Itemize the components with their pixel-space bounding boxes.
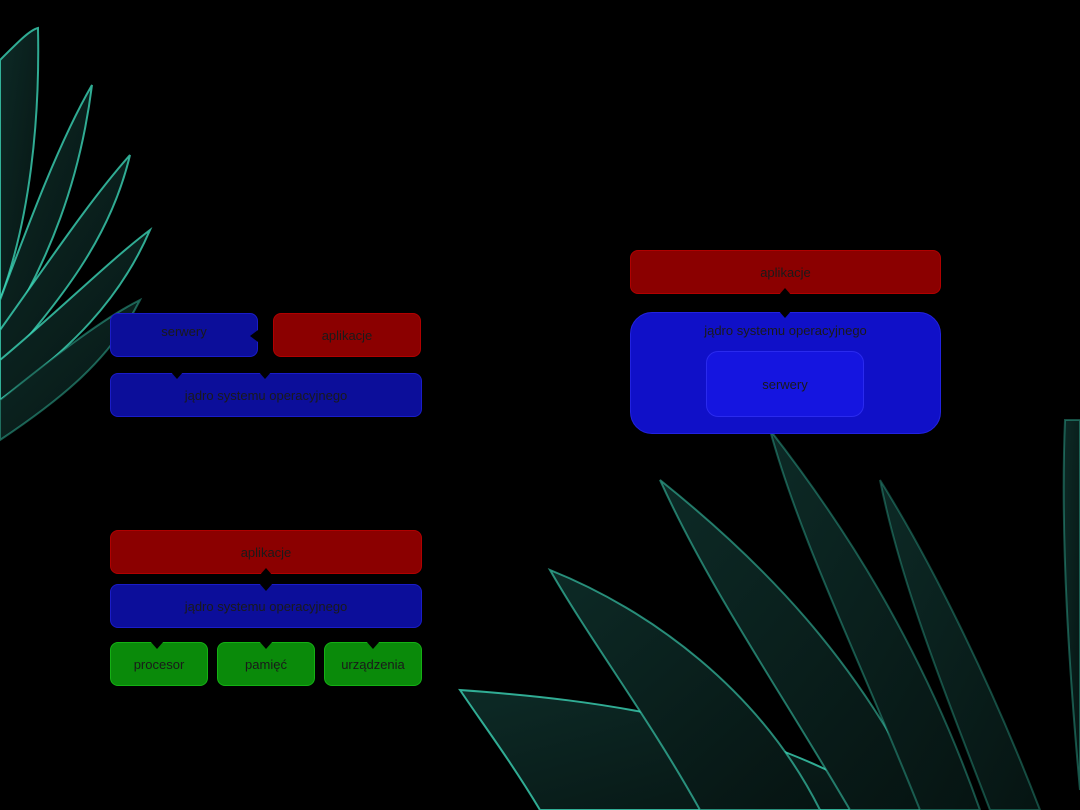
memory-label: pamięć: [245, 656, 287, 672]
servers-inner-box: serwery: [706, 351, 864, 417]
apps-layer-label: aplikacje: [240, 544, 292, 560]
apps-layer: aplikacje: [110, 530, 422, 574]
servers-label: serwery: [161, 323, 207, 339]
servers-box: serwery: [110, 313, 258, 357]
arrow-apps-to-servers: [250, 330, 258, 342]
arrow-kernel-to-apps: [259, 568, 273, 576]
arrow-apps-to-kernel: [259, 583, 273, 591]
cpu-box: procesor: [110, 642, 208, 686]
arrow-kernel-to-memory: [259, 641, 273, 649]
arrow-servers-to-apps: [263, 330, 271, 342]
arrow-kernel-to-cpu: [150, 641, 164, 649]
arrow-kernel-to-apps: [778, 288, 792, 296]
kernel-layer: jądro systemu operacyjnego: [110, 584, 422, 628]
kernel-layer-label: jądro systemu operacyjnego: [184, 598, 348, 614]
kernel-label: jądro systemu operacyjnego: [704, 323, 867, 338]
kernel-box: jądro systemu operacyjnego: [110, 373, 422, 417]
kernel-label: jądro systemu operacyjnego: [184, 387, 348, 403]
devices-label: urządzenia: [341, 656, 405, 672]
apps-label: aplikacje: [321, 327, 373, 343]
arrow-servers-to-kernel: [170, 371, 184, 379]
apps-label: aplikacje: [760, 264, 811, 280]
apps-box: aplikacje: [630, 250, 941, 294]
servers-label: serwery: [762, 376, 808, 392]
arrow-kernel-to-devices: [366, 641, 380, 649]
apps-box: aplikacje: [273, 313, 421, 357]
memory-box: pamięć: [217, 642, 315, 686]
cpu-label: procesor: [133, 656, 185, 672]
arrow-apps-to-kernel: [778, 310, 792, 318]
devices-box: urządzenia: [324, 642, 422, 686]
arrow-apps-to-kernel: [258, 371, 272, 379]
